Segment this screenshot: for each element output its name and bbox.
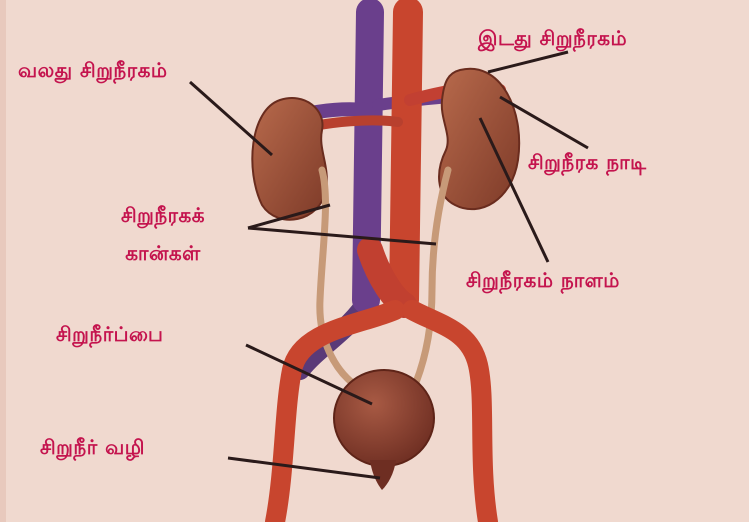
leader-urethra	[228, 458, 380, 478]
right-kidney-label: வலது சிறுநீரகம்	[18, 58, 167, 82]
bladder-label: சிறுநீர்ப்பை	[56, 322, 163, 346]
leader-left-kidney	[488, 52, 568, 72]
renal-vein-label: சிறுநீரகம் நாளம்	[466, 268, 620, 292]
urethra-label: சிறுநீர் வழி	[40, 435, 145, 459]
aorta	[404, 12, 408, 300]
scan-edge	[0, 0, 6, 522]
renal-artery-label: சிறுநீரக நாடி	[528, 150, 646, 174]
left-kidney-shape	[439, 69, 519, 209]
right-kidney-shape	[252, 98, 327, 220]
bladder-shape	[334, 370, 434, 466]
left-kidney-label: இடது சிறுநீரகம்	[478, 26, 627, 50]
urethra-shape	[370, 460, 396, 490]
ureters-label-line1: சிறுநீரகக்	[78, 203, 248, 227]
ureters-label-line2: கான்கள்	[78, 241, 248, 265]
